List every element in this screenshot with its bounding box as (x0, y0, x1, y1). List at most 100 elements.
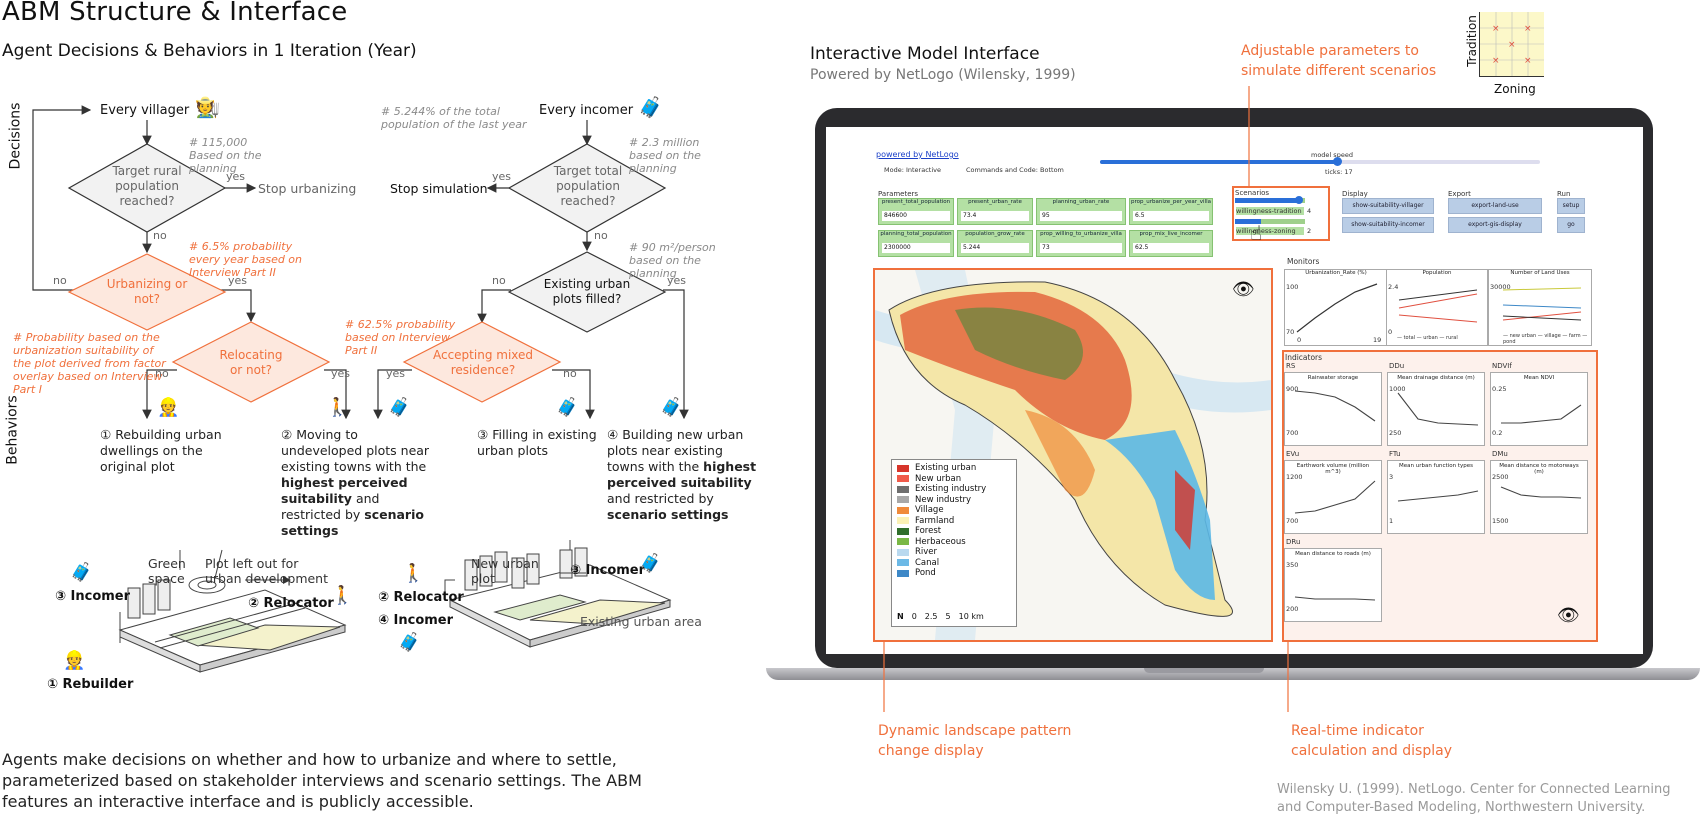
scale-10km: 10 km (958, 612, 984, 621)
legend-label: Existing industry (915, 484, 987, 495)
description-paragraph: Agents make decisions on whether and how… (2, 750, 642, 811)
eye-icon[interactable]: 👁 (1557, 605, 1580, 626)
rebuilder-icon: 👷 (157, 397, 180, 418)
netlogo-link[interactable]: powered by NetLogo (876, 150, 959, 159)
scen1-value: 4 (1307, 207, 1312, 215)
behavior-3: ③ Filling in existing urban plots (477, 427, 597, 458)
diamond-mixed (402, 321, 562, 403)
run-label: Run (1557, 190, 1571, 198)
incomer-icon: 🧳 (638, 95, 663, 119)
eye-icon[interactable]: 👁 (1232, 279, 1255, 300)
behavior-2: ② Moving to undeveloped plots near exist… (281, 427, 430, 538)
monitors-label: Monitors (1287, 257, 1320, 266)
legend-swatch (897, 538, 909, 546)
q-urbanizing: Urbanizing or not? (106, 277, 188, 306)
note-90m2: # 90 m²/person based on the planning (629, 241, 716, 280)
go-button[interactable]: go (1557, 217, 1585, 233)
legend-item: Village (897, 505, 1011, 516)
note-6-5: # 6.5% probability every year based on I… (189, 240, 303, 279)
export-land-use-button[interactable]: export-land-use (1448, 198, 1542, 214)
note-probability-suitability: # Probability based on the urbanization … (13, 331, 166, 396)
every-incomer-label: Every incomer (539, 103, 634, 118)
scen2-value: 2 (1307, 227, 1312, 235)
iso-incomer-3: ③ Incomer (55, 589, 131, 604)
legend-swatch (897, 569, 909, 577)
legend-item: Forest (897, 526, 1011, 537)
incomer-icon: 🧳 (388, 397, 411, 418)
display-label: Display (1342, 190, 1368, 198)
diamond-existing-filled (507, 251, 667, 333)
scenarios-highlight (1232, 186, 1330, 241)
show-suitability-incomer-button[interactable]: show-suitability-incomer (1342, 217, 1434, 233)
speed-slider[interactable] (1100, 157, 1540, 166)
legend-label: Canal (915, 557, 940, 568)
legend-swatch (897, 475, 909, 483)
plot-left-out-label: Plot left out for urban development (205, 556, 329, 586)
scale-5: 5 (945, 612, 951, 621)
iso-incomer-4: ④ Incomer (378, 613, 454, 628)
legend-item: River (897, 547, 1011, 558)
legend-item: New industry (897, 495, 1011, 506)
left-subtitle: Agent Decisions & Behaviors in 1 Iterati… (2, 41, 417, 61)
yes-label: yes (226, 170, 246, 183)
right-subtitle: Interactive Model Interface (810, 44, 1040, 64)
powered-by-netlogo: Powered by NetLogo (Wilensky, 1999) (810, 67, 1076, 83)
legend-label: River (915, 547, 938, 558)
villager-icon: 🧑‍🌾 (195, 95, 220, 119)
setup-button[interactable]: setup (1557, 198, 1585, 214)
flowchart-connectors (32, 105, 689, 420)
hand-cursor-icon: ☝ (1250, 221, 1263, 245)
tradition-slider[interactable] (1235, 196, 1305, 204)
legend-swatch (897, 485, 909, 493)
export-gis-display-button[interactable]: export-gis-display (1448, 217, 1542, 233)
north-arrow-icon: N (897, 612, 904, 621)
q-target-rural: Target rural population reached? (112, 164, 182, 208)
legend-item: Existing industry (897, 484, 1011, 495)
monitor-land-uses: Number of Land Uses 30000 — new urban — … (1488, 269, 1592, 346)
scenarios-label: Scenarios (1235, 189, 1270, 197)
diamond-target-rural (67, 143, 227, 233)
annotation-map: Dynamic landscape pattern change display (878, 723, 1072, 759)
ticks-label: ticks: 17 (1325, 168, 1353, 176)
legend-label: New industry (915, 494, 972, 505)
scen2-label: willingness-zoning (1236, 227, 1304, 235)
commands-label: Commands and Code: Bottom (966, 166, 1064, 174)
note-62-5: # 62.5% probability based on Interview P… (345, 318, 456, 357)
scale-2-5: 2.5 (924, 612, 938, 621)
svg-text:×: × (1492, 56, 1500, 66)
incomer-icon: 🧳 (556, 397, 579, 418)
note-115000: # 115,000 Based on the planning (189, 136, 262, 175)
scale-0: 0 (911, 612, 917, 621)
parameters-label: Parameters (878, 190, 919, 198)
diamond-urbanizing (67, 253, 227, 331)
green-space-label: Green space (148, 556, 186, 586)
legend-swatch (897, 506, 909, 514)
zoning-axis: Zoning (1494, 82, 1536, 96)
stop-simulation: Stop simulation (390, 181, 488, 196)
behavior-1: ① Rebuilding urban dwellings on the orig… (100, 427, 222, 474)
zoning-slider[interactable] (1235, 219, 1305, 224)
indicator-code: NDVIf (1492, 362, 1512, 370)
note-5-244: # 5.244% of the total population of the … (381, 105, 527, 131)
legend-item: Existing urban (897, 463, 1011, 474)
diamond-relocating (171, 321, 331, 403)
show-suitability-villager-button[interactable]: show-suitability-villager (1342, 198, 1434, 214)
svg-text:×: × (1508, 40, 1516, 50)
legend-swatch (897, 517, 909, 525)
